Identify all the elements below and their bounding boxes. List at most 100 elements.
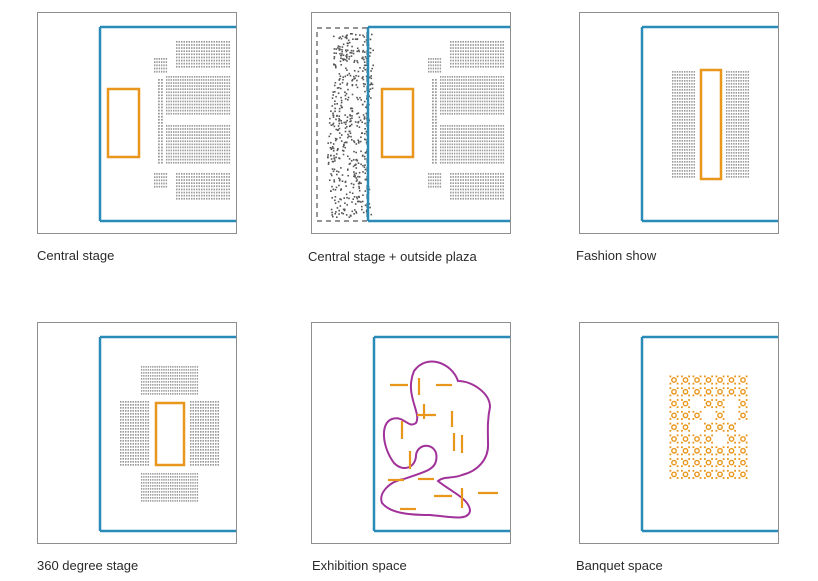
360-stage-plan (98, 335, 236, 533)
seating-block (432, 79, 437, 164)
venue-wall (98, 25, 236, 223)
banquet-table (727, 434, 736, 444)
plaza-crowd (327, 33, 374, 218)
banquet-table (692, 469, 702, 479)
banquet-table (669, 399, 679, 409)
banquet-table (669, 375, 679, 385)
seating-block (190, 401, 219, 466)
banquet-table (715, 446, 725, 456)
layout-360-stage (37, 322, 237, 544)
banquet-table (681, 469, 690, 479)
banquet-table (704, 375, 713, 385)
venue-wall (640, 335, 778, 533)
banquet-table (738, 375, 748, 385)
banquet-table (692, 434, 702, 444)
layout-caption: Fashion show (576, 248, 657, 263)
seating-block (428, 58, 442, 73)
stage (154, 401, 186, 467)
banquet-table (704, 434, 713, 444)
banquet-table (738, 469, 748, 479)
central-stage-plaza-plan (316, 25, 510, 223)
banquet-table (727, 469, 736, 479)
banquet-table (727, 446, 736, 456)
layout-banquet (579, 322, 779, 544)
fashion-show-plan (640, 25, 778, 223)
seating-block (176, 173, 230, 200)
seating-block (428, 173, 442, 188)
seating-block (450, 173, 504, 200)
layout-caption: Central stage + outside plaza (308, 249, 477, 264)
banquet-table (738, 387, 748, 397)
banquet-table (715, 387, 725, 397)
banquet-table (669, 422, 679, 432)
venue-wall (366, 25, 510, 223)
exhibition-plan (372, 335, 510, 533)
seating-block (166, 125, 231, 164)
layout-caption: Exhibition space (312, 558, 407, 573)
layout-central-stage-plaza (311, 12, 511, 234)
banquet-table (738, 458, 748, 468)
banquet-table (738, 410, 748, 420)
banquet-table (715, 375, 725, 385)
banquet-table (669, 387, 679, 397)
seating-block (154, 173, 168, 188)
banquet-table (715, 399, 725, 409)
banquet-table (669, 410, 679, 420)
layout-caption: Banquet space (576, 558, 663, 573)
venue-wall (98, 335, 236, 533)
banquet-table (681, 375, 690, 385)
layout-central-stage (37, 12, 237, 234)
layout-caption: 360 degree stage (37, 558, 139, 573)
stage (106, 87, 141, 159)
banquet-table (692, 410, 702, 420)
banquet-table (704, 446, 713, 456)
runway (699, 68, 723, 181)
banquet-table (669, 446, 679, 456)
banquet-table (727, 387, 736, 397)
banquet-table (681, 446, 690, 456)
exhibition-path (380, 360, 492, 519)
banquet-table (715, 410, 725, 420)
banquet-table (738, 399, 748, 409)
layout-fashion-show (579, 12, 779, 234)
banquet-table (681, 458, 690, 468)
banquet-table (669, 458, 679, 468)
seating-block (726, 71, 749, 178)
banquet-table (681, 387, 690, 397)
banquet-table (681, 410, 690, 420)
banquet-table (692, 446, 702, 456)
seating-block (450, 41, 504, 68)
banquet-table (704, 422, 713, 432)
seating-block (158, 79, 163, 164)
banquet-table (715, 422, 725, 432)
banquet-table (727, 375, 736, 385)
banquet-table (692, 375, 702, 385)
seating-block (440, 76, 505, 115)
outside-plaza-boundary (316, 27, 368, 222)
seating-block (166, 76, 231, 115)
banquet-table (681, 422, 690, 432)
banquet-table (738, 434, 748, 444)
banquet-table (704, 399, 713, 409)
banquet-table (669, 469, 679, 479)
banquet-table (681, 434, 690, 444)
seating-block (141, 473, 199, 502)
venue-wall (640, 25, 778, 223)
banquet-table (704, 387, 713, 397)
seating-block (440, 125, 505, 164)
venue-wall (372, 335, 510, 533)
seating-block (176, 41, 230, 68)
banquet-table (738, 446, 748, 456)
banquet-table (669, 434, 679, 444)
central-stage-plan (98, 25, 236, 223)
banquet-table (704, 469, 713, 479)
banquet-table (727, 422, 736, 432)
seating-block (672, 71, 695, 178)
banquet-table (727, 458, 736, 468)
layout-exhibition (311, 322, 511, 544)
layout-caption: Central stage (37, 248, 115, 263)
banquet-table (715, 458, 725, 468)
stage (380, 87, 415, 159)
banquet-table (692, 387, 702, 397)
banquet-table (681, 399, 690, 409)
